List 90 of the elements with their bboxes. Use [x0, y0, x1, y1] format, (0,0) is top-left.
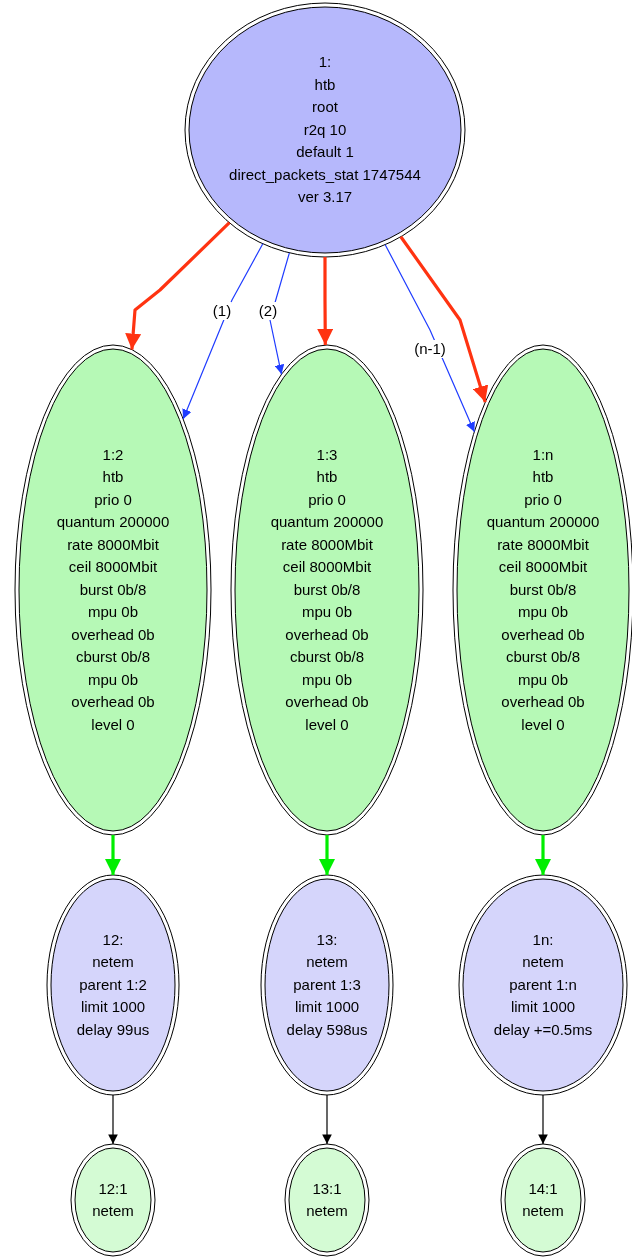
- node-text: htb: [102, 467, 124, 488]
- node-text: overhead 0b: [501, 692, 585, 713]
- node-text: 1n:: [532, 929, 554, 950]
- node-text: overhead 0b: [285, 692, 369, 713]
- arrow: [105, 835, 121, 875]
- node-text: rate 8000Mbit: [497, 534, 589, 555]
- node-text: 13:1: [312, 1178, 342, 1199]
- node-text: htb: [316, 467, 338, 488]
- node-text: netem: [522, 1201, 564, 1221]
- node-text: overhead 0b: [71, 692, 155, 713]
- node-text: cburst 0b/8: [505, 647, 581, 668]
- node-text: mpu 0b: [301, 602, 352, 623]
- edge-label: (n-1): [413, 340, 447, 358]
- node-text: burst 0b/8: [293, 579, 361, 600]
- node-text: root: [312, 97, 338, 118]
- arrow: [182, 243, 264, 420]
- node-text: netem: [522, 952, 564, 973]
- node-text: quantum 200000: [56, 512, 170, 533]
- node-text: ceil 8000Mbit: [68, 557, 158, 578]
- node-text: overhead 0b: [71, 624, 155, 645]
- ellipse-node: [284, 1143, 370, 1257]
- node-text: netem: [92, 1201, 134, 1221]
- node-text: rate 8000Mbit: [281, 534, 373, 555]
- node-text: prio 0: [94, 489, 132, 510]
- node-text: level 0: [521, 714, 565, 735]
- node-text: quantum 200000: [270, 512, 384, 533]
- node-text: mpu 0b: [301, 669, 352, 690]
- node-text: ceil 8000Mbit: [282, 557, 372, 578]
- ellipse-node: [14, 344, 212, 836]
- node-text: 1:: [318, 52, 332, 73]
- node-text: ver 3.17: [297, 187, 353, 208]
- node-text: level 0: [91, 714, 135, 735]
- node-text: cburst 0b/8: [289, 647, 365, 668]
- node-text: ceil 8000Mbit: [498, 557, 588, 578]
- node-text: r2q 10: [303, 119, 347, 140]
- node-text: 1:n: [532, 444, 554, 465]
- arrow: [538, 1094, 548, 1145]
- node-text: level 0: [305, 714, 349, 735]
- node-text: mpu 0b: [517, 669, 568, 690]
- node-text: 14:1: [528, 1178, 558, 1199]
- node-text: direct_packets_stat 1747544: [229, 164, 421, 185]
- node-text: mpu 0b: [87, 602, 138, 623]
- node-text: burst 0b/8: [79, 579, 147, 600]
- node-text: mpu 0b: [87, 669, 138, 690]
- node-text: netem: [306, 952, 348, 973]
- node-text: 12:1: [98, 1178, 128, 1199]
- node-text: netem: [92, 952, 134, 973]
- arrow: [319, 835, 335, 875]
- ellipse-node: [500, 1143, 586, 1257]
- node-text: rate 8000Mbit: [67, 534, 159, 555]
- node-text: parent 1:2: [79, 974, 147, 995]
- node-text: prio 0: [308, 489, 346, 510]
- node-text: 1:3: [316, 444, 338, 465]
- ellipse-node: [458, 874, 628, 1096]
- node-text: mpu 0b: [517, 602, 568, 623]
- node-text: delay 99us: [76, 1019, 150, 1040]
- arrow: [384, 244, 475, 433]
- edge-label: (2): [257, 302, 279, 320]
- node-text: default 1: [296, 142, 354, 163]
- arrow: [269, 252, 290, 375]
- node-text: htb: [532, 467, 554, 488]
- arrow: [535, 835, 551, 875]
- arrow: [317, 257, 334, 345]
- node-text: limit 1000: [80, 997, 146, 1018]
- node-text: quantum 200000: [486, 512, 600, 533]
- node-text: overhead 0b: [285, 624, 369, 645]
- node-text: burst 0b/8: [509, 579, 577, 600]
- node-text: cburst 0b/8: [75, 647, 151, 668]
- node-text: parent 1:3: [293, 974, 361, 995]
- ellipse-node: [260, 874, 394, 1096]
- node-text: htb: [314, 74, 336, 95]
- arrow: [108, 1094, 118, 1145]
- arrow: [399, 235, 489, 403]
- ellipse-node: [184, 2, 466, 258]
- node-text: parent 1:n: [509, 974, 577, 995]
- node-text: delay +=0.5ms: [493, 1019, 593, 1040]
- node-text: limit 1000: [510, 997, 576, 1018]
- ellipse-node: [70, 1143, 156, 1257]
- ellipse-node: [46, 874, 180, 1096]
- node-text: 12:: [102, 929, 124, 950]
- edge-label: (1): [211, 302, 233, 320]
- node-text: overhead 0b: [501, 624, 585, 645]
- arrow: [322, 1094, 332, 1145]
- node-text: limit 1000: [294, 997, 360, 1018]
- arrow: [125, 221, 231, 350]
- node-text: 13:: [316, 929, 338, 950]
- node-text: 1:2: [102, 444, 124, 465]
- node-text: delay 598us: [286, 1019, 368, 1040]
- node-text: prio 0: [524, 489, 562, 510]
- node-text: netem: [306, 1201, 348, 1221]
